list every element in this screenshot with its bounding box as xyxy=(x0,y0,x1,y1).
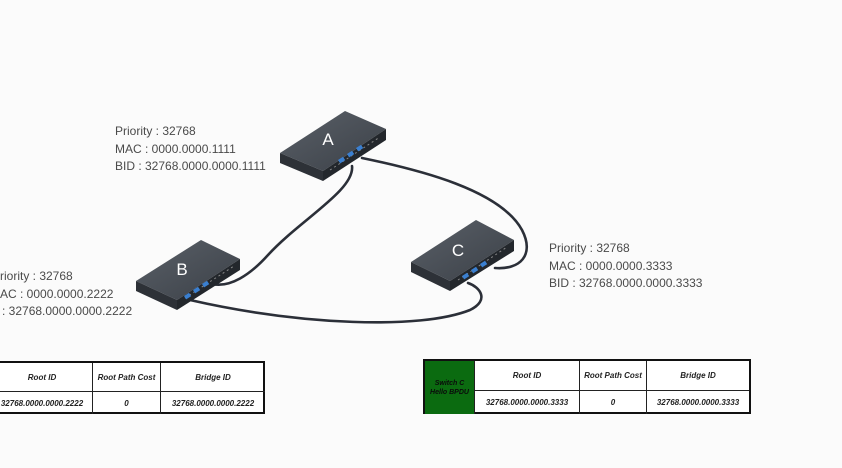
table-c-header-root-path-cost: Root Path Cost xyxy=(580,361,647,391)
switch-c-mac: MAC : 0000.0000.3333 xyxy=(549,258,673,273)
switch-a[interactable]: A xyxy=(280,111,386,181)
switch-b-bid: : 32768.0000.0000.2222 xyxy=(2,304,133,318)
tag-line-1: Switch C xyxy=(434,379,465,387)
cable-a-b xyxy=(210,164,354,287)
switch-c-info: Priority : 32768 MAC : 0000.0000.3333 BI… xyxy=(549,240,702,293)
table-c-header-root-id: Root ID xyxy=(475,361,580,391)
table-c-root-id: 32768.0000.0000.3333 xyxy=(475,391,580,414)
switch-a-bid: BID : 32768.0000.0000.1111 xyxy=(115,159,266,173)
switch-c-bid: BID : 32768.0000.0000.3333 xyxy=(549,276,703,290)
table-b-bridge-id: 32768.0000.0000.2222 xyxy=(171,398,255,408)
tag-line-2: Hello BPDU xyxy=(430,388,469,396)
switch-a-mac: MAC : 0000.0000.1111 xyxy=(115,141,236,156)
switch-b[interactable]: B xyxy=(136,240,240,310)
bpdu-table-b: Root ID Root Path Cost Bridge ID 32768.0… xyxy=(0,361,265,414)
cable-b-c xyxy=(188,281,483,324)
switch-c[interactable]: C xyxy=(411,220,514,291)
switch-b-mac: AC : 0000.0000.2222 xyxy=(0,286,114,301)
cable-a-c xyxy=(360,156,529,270)
switch-c-label: C xyxy=(452,241,464,260)
table-c-root-path-cost: 0 xyxy=(580,391,647,414)
bpdu-table-c: Switch C Hello BPDU Root ID Root Path Co… xyxy=(423,359,751,414)
table-b-header-bridge-id: Bridge ID xyxy=(161,363,265,392)
table-c-header-bridge-id: Bridge ID xyxy=(647,361,749,391)
switch-b-priority: riority : 32768 xyxy=(0,269,73,283)
switch-c-priority: Priority : 32768 xyxy=(549,241,630,255)
table-b-header-root-path-cost: Root Path Cost xyxy=(93,363,161,392)
switch-b-label: B xyxy=(176,260,187,279)
switch-a-info: Priority : 32768 MAC : 0000.0000.1111 BI… xyxy=(115,123,266,176)
table-b-header-root-id: Root ID xyxy=(0,363,93,392)
switch-b-info: riority : 32768 AC : 0000.0000.2222 : 32… xyxy=(0,268,132,321)
switch-c-hello-bpdu-tag: Switch C Hello BPDU xyxy=(425,361,475,414)
switch-a-label: A xyxy=(322,130,334,149)
switch-a-priority: Priority : 32768 xyxy=(115,124,196,138)
table-b-root-id: 32768.0000.0000.2222 xyxy=(0,392,93,414)
table-c-bridge-id: 32768.0000.0000.3333 xyxy=(656,398,740,407)
table-b-root-path-cost: 0 xyxy=(93,392,161,414)
